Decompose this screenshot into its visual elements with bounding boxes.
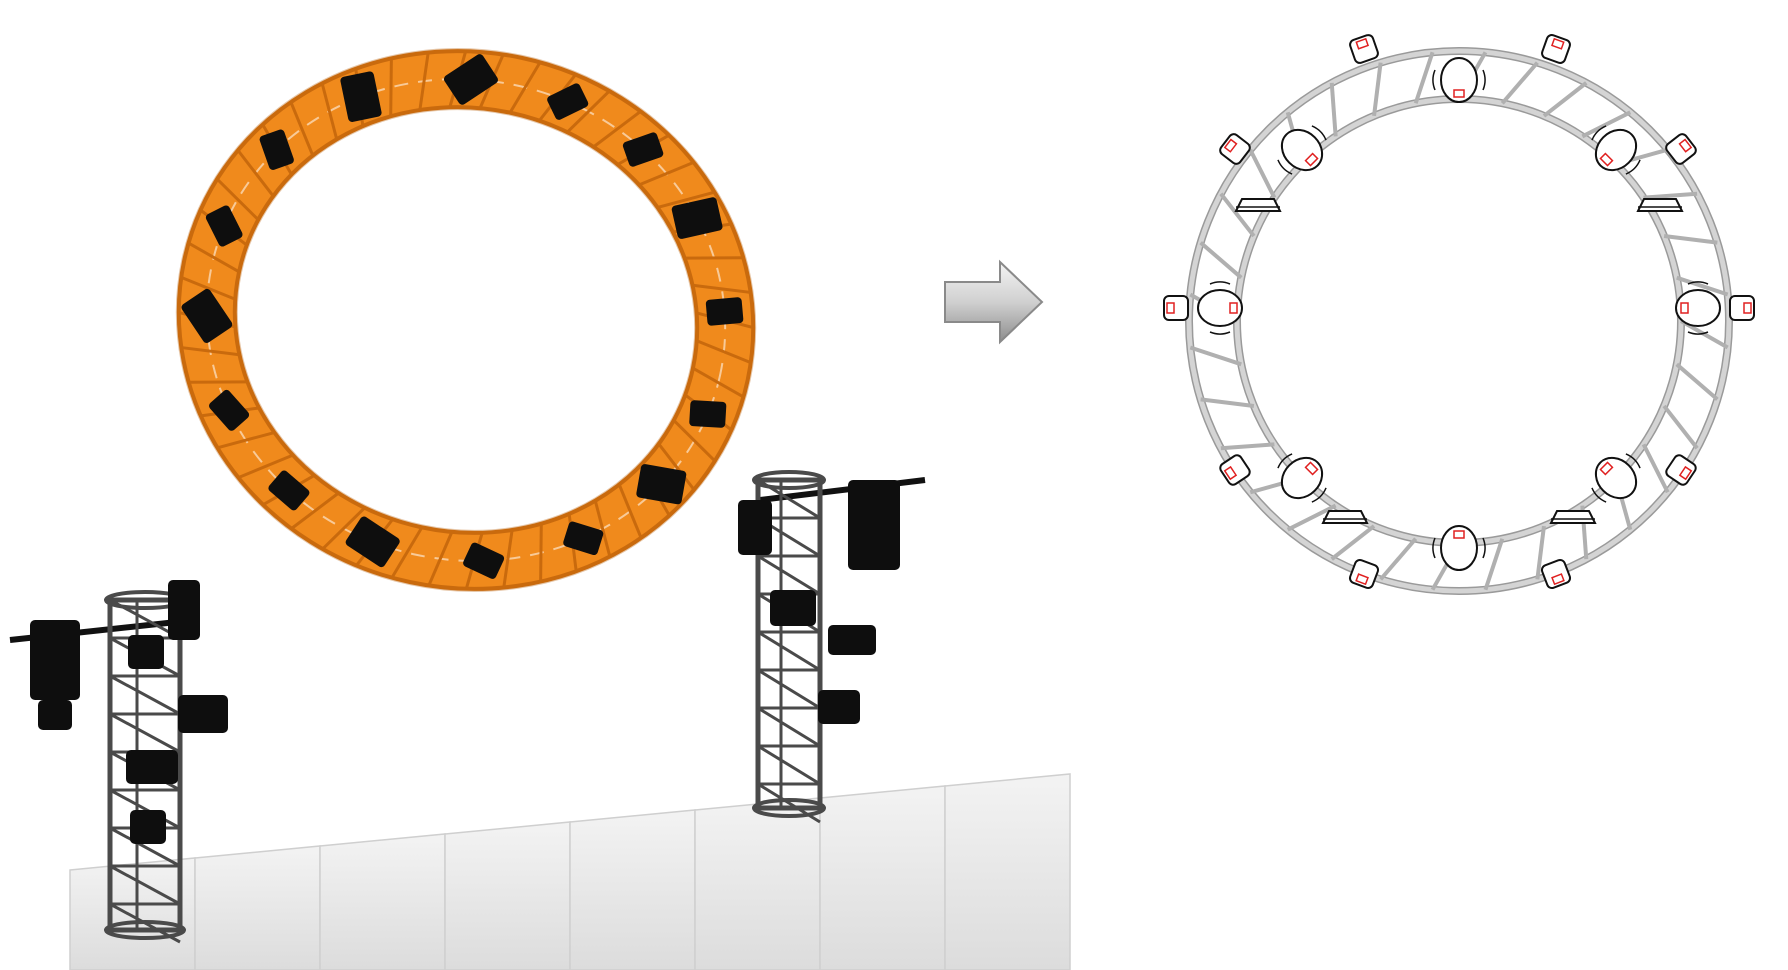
wash-fixture-icon [1321,510,1369,524]
moving-head-fixture [443,54,498,105]
moving-head-icon [1197,281,1243,335]
tower-fixture [126,750,178,784]
stage-deck [319,833,446,970]
tower-fixture [828,625,876,655]
spot-fixture-icon [1219,133,1251,165]
moving-head-fixture [689,400,727,428]
stage-deck [819,785,946,970]
ring-fixtures-3d [181,54,744,579]
spot-fixture-icon [1163,295,1189,321]
spot-fixture-icon [1219,454,1251,486]
moving-head-fixture [340,71,382,122]
right-plan-view [1163,34,1755,595]
moving-head-fixture [671,197,723,239]
moving-head-fixture [259,129,294,170]
moving-head-fixture [705,297,744,326]
stage-deck [569,809,696,970]
spot-fixture-icon [1541,34,1571,64]
tower-fixture [130,810,166,844]
tower-fixture [738,500,772,555]
moving-head-icon [1277,453,1327,503]
truss-tower-right [738,470,926,824]
moving-head-fixture [563,521,604,556]
tower-fixture [770,590,816,626]
spot-fixture-icon [1665,133,1697,165]
truss-tower-left [9,580,228,944]
stage-deck [69,857,196,970]
wash-fixture-icon [1234,198,1282,212]
stage-floor [69,773,1071,970]
moving-head-fixture [268,470,310,511]
moving-head-icon [1591,453,1641,503]
stage-deck [694,797,821,970]
wash-fixture-icon [1549,510,1597,524]
truss-lattice-plan [1189,51,1729,591]
tower-fixture [168,580,200,640]
wash-fixture-icon [1636,198,1684,212]
moving-head-icon [1591,125,1641,175]
moving-head-fixture [209,389,250,431]
spot-fixture-icon [1348,558,1380,590]
moving-head-fixture [622,132,664,167]
stage-deck [194,845,321,970]
moving-head-fixture [205,205,243,247]
circular-truss-plan [1185,47,1733,595]
plan-fixtures [1163,34,1755,590]
right-arrow-icon [944,259,1044,345]
tower-fixture [848,480,900,570]
moving-head-fixture [547,83,589,120]
left-3d-view [9,48,1071,970]
moving-head-icon [1432,57,1486,103]
stage-deck [444,821,571,970]
moving-head-icon [1675,281,1721,335]
stage-deck [944,773,1071,970]
moving-head-fixture [181,288,233,343]
moving-head-fixture [345,516,400,568]
tower-fixture [178,695,228,733]
moving-head-icon [1277,125,1327,175]
tower-fixture [128,635,164,669]
moving-head-icon [1432,525,1486,571]
spot-fixture-icon [1349,34,1379,64]
spot-fixture-icon [1540,558,1572,590]
spot-fixture-icon [1729,295,1755,321]
moving-head-fixture [463,542,505,579]
tower-fixture [818,690,860,724]
tower-fixture [38,700,72,730]
spot-fixture-icon [1665,454,1697,486]
moving-head-fixture [636,464,687,505]
tower-fixture [30,620,80,700]
